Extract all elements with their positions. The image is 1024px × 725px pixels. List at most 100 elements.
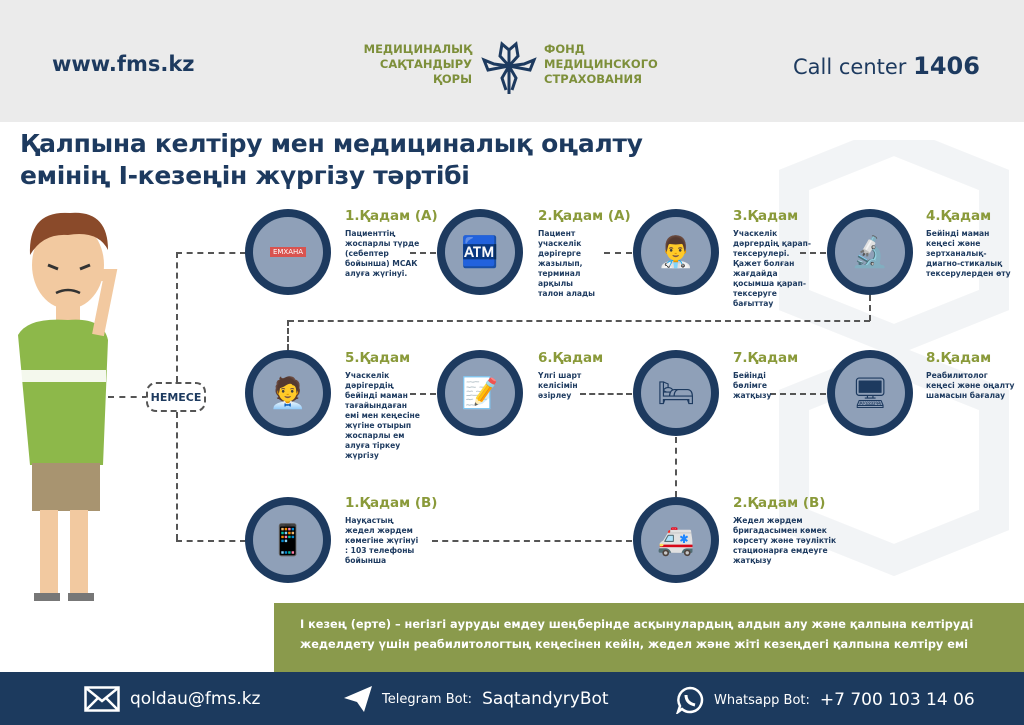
banner-line: I кезең (ерте) – негізгі ауруды емдеу ше… bbox=[300, 618, 974, 631]
contract-icon: 📝 bbox=[445, 358, 515, 428]
step-title: 1.Қадам (В) bbox=[345, 495, 438, 511]
website-link[interactable]: www.fms.kz bbox=[52, 52, 195, 76]
logo-text-ru: ФОНД МЕДИЦИНСКОГО СТРАХОВАНИЯ bbox=[544, 42, 658, 87]
clinic-sign: ЕМХАНА bbox=[269, 247, 307, 257]
step-6-image: 📝 bbox=[437, 350, 523, 436]
step-text: Реабилитолог кеңесі және оңалту шамасын … bbox=[926, 371, 1015, 400]
step-title: 5.Қадам bbox=[345, 350, 411, 366]
step-2a-image: 🏧 bbox=[437, 209, 523, 295]
step-4-image: 🔬 bbox=[827, 209, 913, 295]
logo-line: МЕДИЦИНАЛЫҚ bbox=[363, 42, 472, 56]
clinic-icon: ЕМХАНА bbox=[253, 217, 323, 287]
step-title: 2.Қадам (А) bbox=[538, 208, 631, 224]
connector bbox=[869, 295, 871, 321]
connector bbox=[176, 412, 178, 540]
step-2b-image: 🚑 bbox=[633, 497, 719, 583]
step-text: Бейінді маман кеңесі және зертханалық-ди… bbox=[926, 229, 1011, 278]
step-title: 2.Қадам (В) bbox=[733, 495, 826, 511]
info-banner: I кезең (ерте) – негізгі ауруды емдеу ше… bbox=[274, 603, 1024, 672]
footer-email[interactable]: qoldau@fms.kz bbox=[84, 686, 260, 712]
step-3-image: 👨‍⚕️ bbox=[633, 209, 719, 295]
step-title: 1.Қадам (А) bbox=[345, 208, 438, 224]
telegram-icon bbox=[344, 686, 372, 712]
logo-line: ҚОРЫ bbox=[432, 72, 472, 86]
step-5-image: 🧑‍💼 bbox=[245, 350, 331, 436]
whatsapp-label: Whatsapp Bot: bbox=[714, 692, 810, 708]
connector bbox=[675, 437, 677, 497]
step-1b-image: 📱 bbox=[245, 497, 331, 583]
connector bbox=[176, 252, 246, 254]
step-text: Жедел жәрдем бригадасымен көмек көрсету … bbox=[733, 516, 837, 565]
connector bbox=[288, 320, 870, 322]
title-line: емінің I-кезеңін жүргізу тәртібі bbox=[20, 161, 470, 190]
phone-call-icon: 📱 bbox=[253, 505, 323, 575]
connector bbox=[800, 252, 826, 254]
whatsapp-icon bbox=[676, 686, 704, 714]
step-text: Үлгі шарт келісімін әзірлеу bbox=[538, 371, 582, 400]
lab-icon: 🔬 bbox=[835, 217, 905, 287]
step-1b: 1.Қадам (В) Науқастың жедел жәрдем көмегі… bbox=[345, 495, 445, 566]
connector bbox=[176, 540, 246, 542]
footer-whatsapp[interactable]: Whatsapp Bot: +7 700 103 14 06 bbox=[676, 686, 975, 714]
connector bbox=[770, 393, 826, 395]
step-8-image: 🖥 bbox=[827, 350, 913, 436]
telegram-label: Telegram Bot: bbox=[382, 691, 473, 707]
title-line: Қалпына келтіру мен медициналық оңалту bbox=[20, 129, 643, 158]
telegram-bot-link[interactable]: SaqtandyryBot bbox=[482, 689, 609, 709]
footer-telegram[interactable]: Telegram Bot: SaqtandyryBot bbox=[344, 686, 609, 712]
step-title: 7.Қадам bbox=[733, 350, 799, 366]
step-title: 4.Қадам bbox=[926, 208, 992, 224]
banner-line: жеделдету үшін реабилитологтың кеңесінен… bbox=[300, 638, 968, 651]
connector bbox=[287, 320, 289, 350]
logo-line: МЕДИЦИНСКОГО bbox=[544, 57, 658, 71]
connector bbox=[604, 252, 632, 254]
step-text: Бейінді бөлімге жатқызу bbox=[733, 371, 772, 400]
step-7-image: 🛏 bbox=[633, 350, 719, 436]
call-center: Call center 1406 bbox=[793, 52, 980, 80]
patient-illustration bbox=[18, 212, 118, 601]
whatsapp-number[interactable]: +7 700 103 14 06 bbox=[819, 690, 975, 710]
connector bbox=[580, 393, 632, 395]
step-1a: 1.Қадам (А) Пациенттің жоспарлы түрде (се… bbox=[345, 208, 445, 279]
logo-line: САҚТАНДЫРУ bbox=[379, 57, 472, 71]
step-title: 6.Қадам bbox=[538, 350, 604, 366]
call-center-number[interactable]: 1406 bbox=[913, 52, 980, 80]
step-text: Учаскелік дәрігердің бейінді маман тағай… bbox=[345, 371, 420, 460]
doctor-consult-icon: 👨‍⚕️ bbox=[641, 217, 711, 287]
email-link[interactable]: qoldau@fms.kz bbox=[130, 689, 261, 709]
connector bbox=[432, 540, 632, 542]
footer: qoldau@fms.kz Telegram Bot: SaqtandyryBo… bbox=[0, 672, 1024, 725]
logo-line: СТРАХОВАНИЯ bbox=[544, 72, 643, 86]
connector bbox=[108, 396, 148, 398]
step-text: Пациент учаскелік дәрігерге жазылып, тер… bbox=[538, 229, 596, 298]
rehab-icon: 🖥 bbox=[835, 358, 905, 428]
logo-text-kz: МЕДИЦИНАЛЫҚ САҚТАНДЫРУ ҚОРЫ bbox=[360, 42, 472, 87]
step-text: Науқастың жедел жәрдем көмегіне жүгінуі … bbox=[345, 516, 419, 565]
logo-line: ФОНД bbox=[544, 42, 586, 56]
page-title: Қалпына келтіру мен медициналық оңалту е… bbox=[20, 128, 643, 192]
step-text: Учаскелік дәргердің қарап-тексерулері. Қ… bbox=[733, 229, 812, 308]
connector bbox=[176, 252, 178, 382]
step-2b: 2.Қадам (В) Жедел жәрдем бригадасымен көм… bbox=[733, 495, 893, 566]
step-text: Пациенттің жоспарлы түрде (себептер бойы… bbox=[345, 229, 420, 278]
ambulance-icon: 🚑 bbox=[641, 505, 711, 575]
call-center-label: Call center bbox=[793, 55, 907, 79]
step-title: 3.Қадам bbox=[733, 208, 799, 224]
doctor-desk-icon: 🧑‍💼 bbox=[253, 358, 323, 428]
step-2a: 2.Қадам (А) Пациент учаскелік дәрігерге ж… bbox=[538, 208, 638, 299]
terminal-icon: 🏧 bbox=[445, 217, 515, 287]
hospital-bed-icon: 🛏 bbox=[641, 358, 711, 428]
step-title: 8.Қадам bbox=[926, 350, 992, 366]
connector bbox=[410, 393, 436, 395]
or-label: НЕМЕСЕ bbox=[146, 382, 206, 412]
envelope-icon bbox=[84, 686, 120, 712]
fms-logo-icon bbox=[481, 41, 537, 94]
connector bbox=[410, 252, 436, 254]
step-1a-image: ЕМХАНА bbox=[245, 209, 331, 295]
